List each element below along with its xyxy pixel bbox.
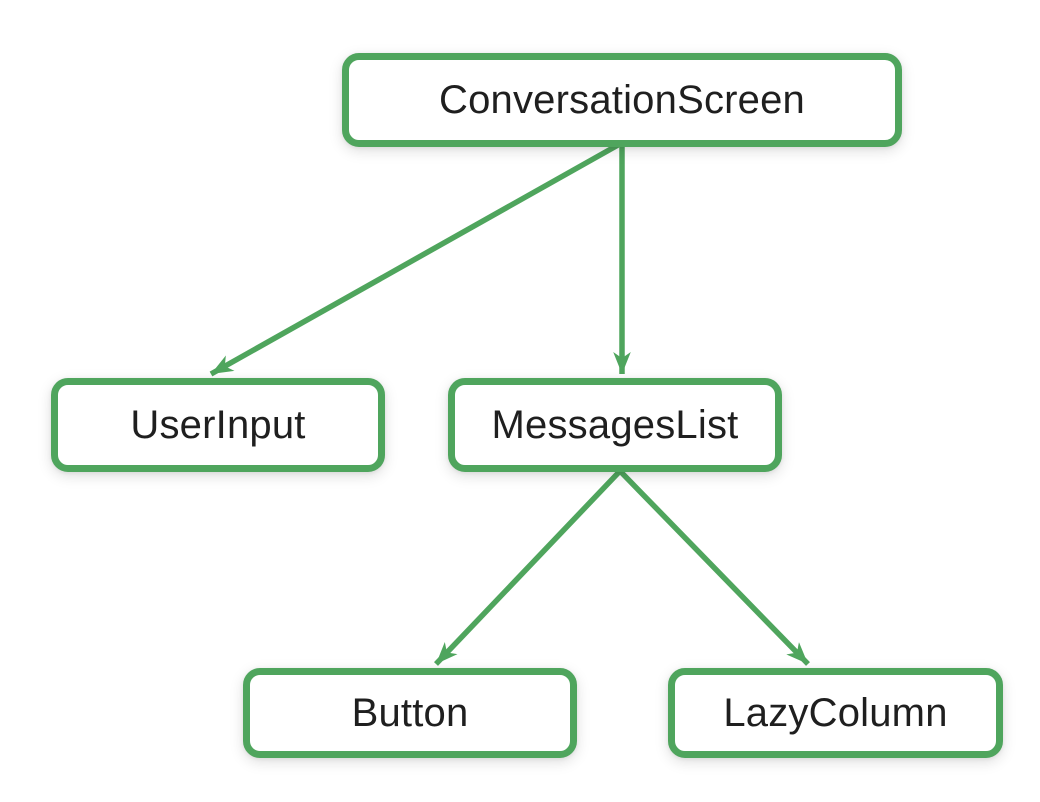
node-userinput-label: UserInput [130,402,306,447]
node-lazycolumn: LazyColumn [668,668,1003,758]
node-userinput: UserInput [51,378,385,472]
node-messageslist: MessagesList [448,378,782,472]
edge-messageslist-lazycolumn [618,469,810,666]
node-lazycolumn-label: LazyColumn [723,690,948,735]
node-button-label: Button [351,690,469,735]
edge-conversationscreen-userinput [209,142,620,377]
node-conversationscreen-label: ConversationScreen [438,77,806,122]
node-button: Button [243,668,577,758]
node-messageslist-label: MessagesList [491,402,739,447]
node-conversationscreen: ConversationScreen [342,53,902,147]
edge-messageslist-button [434,469,622,666]
